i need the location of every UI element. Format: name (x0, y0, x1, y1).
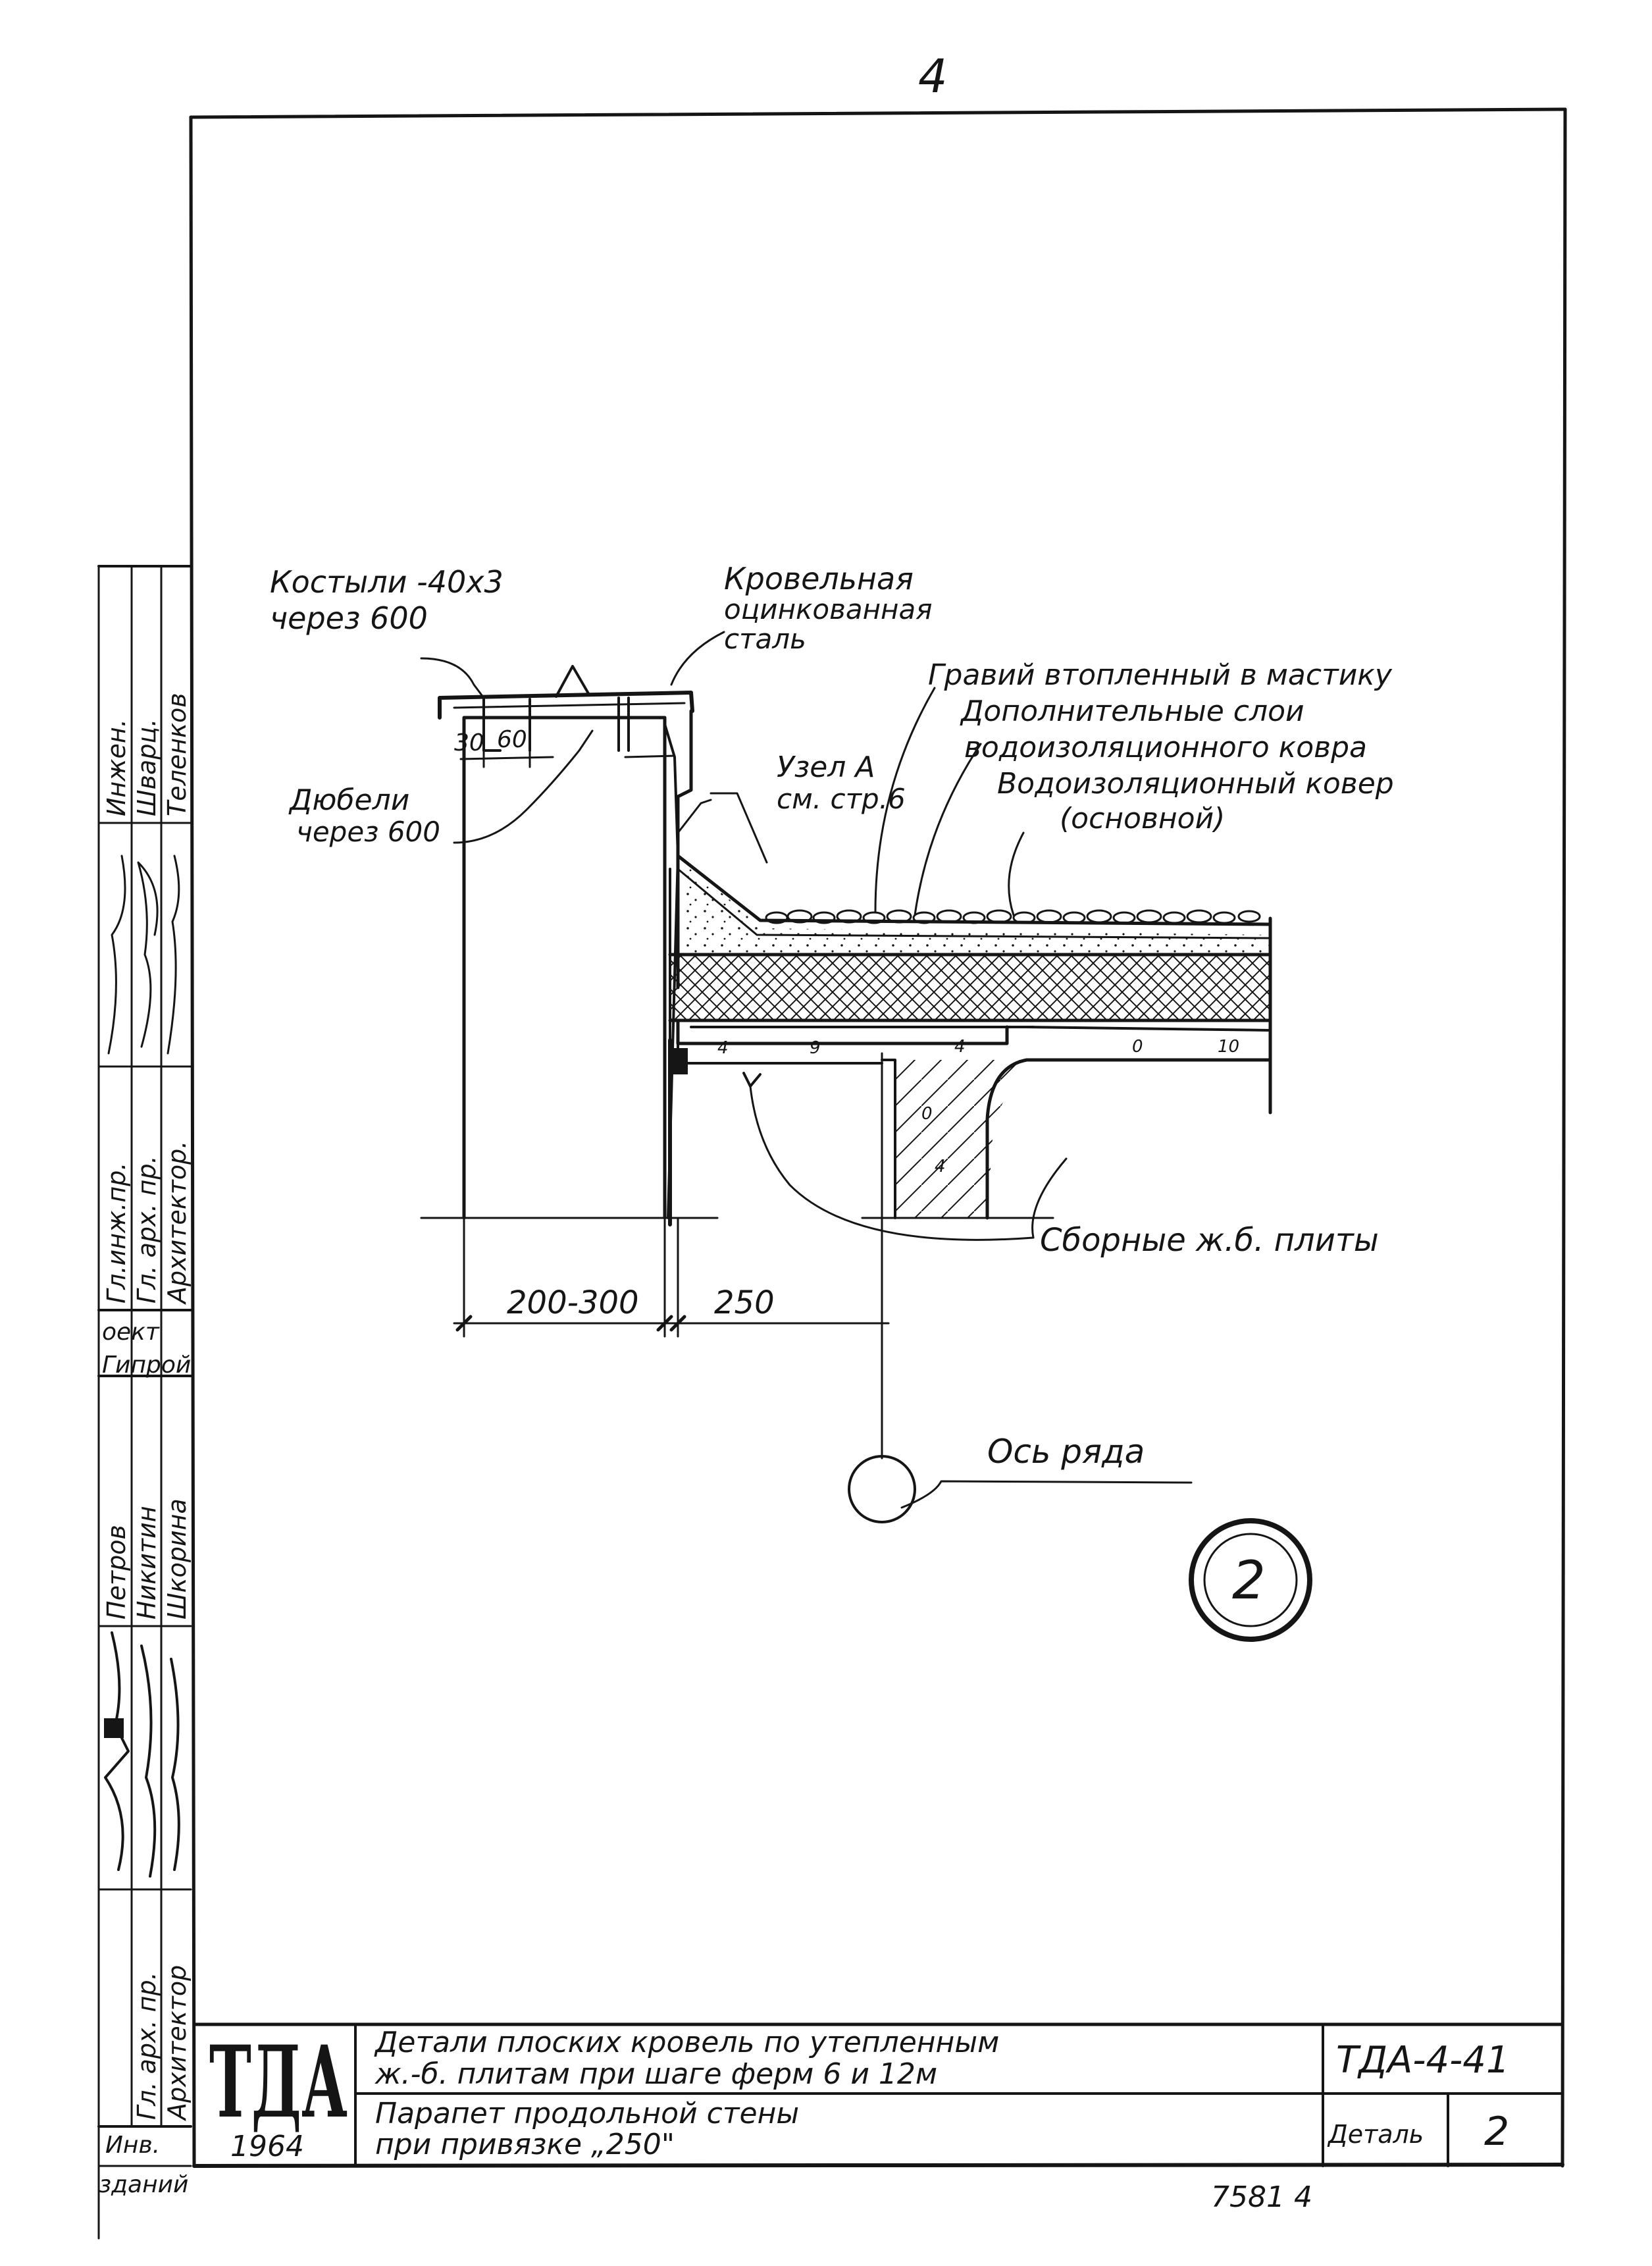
roof-steel-label-3: сталь (724, 623, 806, 655)
slabs-label: Сборные ж.б. плиты (1040, 1222, 1379, 1259)
title-line-2: ж.-б. плитам при шаге ферм 6 и 12м (374, 2057, 937, 2091)
drawing-code: ТДА-4-41 (1336, 2039, 1510, 2082)
dim-60: 60 (497, 726, 527, 753)
logo-tda: ТДА (209, 2024, 348, 2140)
crutches-label-1: Костыли -40x3 (270, 564, 503, 600)
node-a-label-2: см. стр.6 (777, 783, 906, 815)
stamp-col6-2: зданий (99, 2171, 188, 2198)
svg-text:4: 4 (717, 1038, 729, 1058)
stamp-col5-1: Гл. арх. пр. (132, 1972, 161, 2120)
parapet-section: 4 9 4 0 10 0 4 (420, 665, 1272, 1226)
bottom-mark: 7581 4 (1211, 2180, 1312, 2214)
detail-number: 2 (1484, 2109, 1509, 2155)
svg-text:0: 0 (921, 1104, 933, 1124)
stamp-col1-3: Теленков (163, 693, 192, 816)
dim-30: 30 (454, 729, 484, 756)
detail-label: Деталь (1327, 2120, 1424, 2149)
roof-steel-label-1: Кровельная (724, 561, 914, 596)
svg-text:4: 4 (954, 1037, 966, 1057)
dowels-label-1: Дюбели (288, 783, 409, 817)
roof-steel-label-2: оцинкованная (724, 593, 933, 625)
dim-wall: 200-300 (507, 1284, 639, 1321)
stamp-col2-1: Гл.инж.пр. (102, 1163, 131, 1304)
stamp-col4-3: Шкорина (163, 1498, 192, 1620)
subtitle-line-1: Парапет продольной стены (375, 2097, 799, 2130)
detail-marker-number: 2 (1232, 1550, 1266, 1611)
stamp-col6-1: Инв. (105, 2132, 160, 2159)
stamp-col2-2: Гл. арх. пр. (132, 1155, 161, 1304)
detail-marker: 2 (1189, 1518, 1312, 1642)
stamp-col3-2: оект (102, 1319, 160, 1346)
side-stamp: Инжен. Шварц. Теленков Гл.инж.пр. Гл. ар… (97, 565, 192, 2240)
gravel-layer (765, 909, 1261, 924)
stamp-col3-1: Гипрой (102, 1352, 191, 1379)
stamp-col4-1: Петров (102, 1525, 131, 1620)
svg-text:0: 0 (1132, 1037, 1143, 1057)
svg-text:9: 9 (810, 1038, 821, 1058)
stamp-col4-2: Никитин (132, 1506, 161, 1620)
title-line-1: Детали плоских кровель по утепленным (374, 2026, 999, 2059)
sheet-frame (189, 107, 1567, 2168)
page-number: 4 (918, 49, 948, 103)
svg-text:4: 4 (935, 1157, 946, 1176)
axis-label: Ось ряда (987, 1433, 1145, 1471)
leader-lines (420, 631, 1068, 1241)
svg-text:10: 10 (1218, 1037, 1239, 1057)
dowels-label-2: через 600 (296, 816, 440, 848)
stamp-col1-1: Инжен. (102, 719, 131, 816)
node-a-label-1: Узел А (777, 751, 875, 784)
year: 1964 (230, 2130, 304, 2163)
dimensions: 200-300 250 30 60 (453, 723, 890, 1338)
stamp-col5-2: Архитектор (163, 1965, 192, 2122)
extra-layers-label-1: Дополнительные слои (960, 695, 1304, 728)
subtitle-line-2: при привязке „250" (375, 2128, 675, 2161)
stamp-col2-3: Архитектор. (163, 1141, 192, 1305)
main-carpet-label-2: (основной) (1060, 802, 1225, 835)
main-carpet-label-1: Водоизоляционный ковер (997, 767, 1394, 801)
annotations: Костыли -40x3 через 600 Кровельная оцинк… (270, 561, 1394, 1259)
crutches-label-2: через 600 (270, 600, 428, 636)
gravel-label: Гравий втопленный в мастику (928, 658, 1393, 692)
dim-250: 250 (714, 1284, 775, 1321)
title-block: ТДА 1964 Детали плоских кровель по утепл… (192, 2022, 1564, 2167)
stamp-col1-2: Шварц. (132, 719, 161, 816)
extra-layers-label-2: водоизоляционного ковра (964, 731, 1367, 764)
